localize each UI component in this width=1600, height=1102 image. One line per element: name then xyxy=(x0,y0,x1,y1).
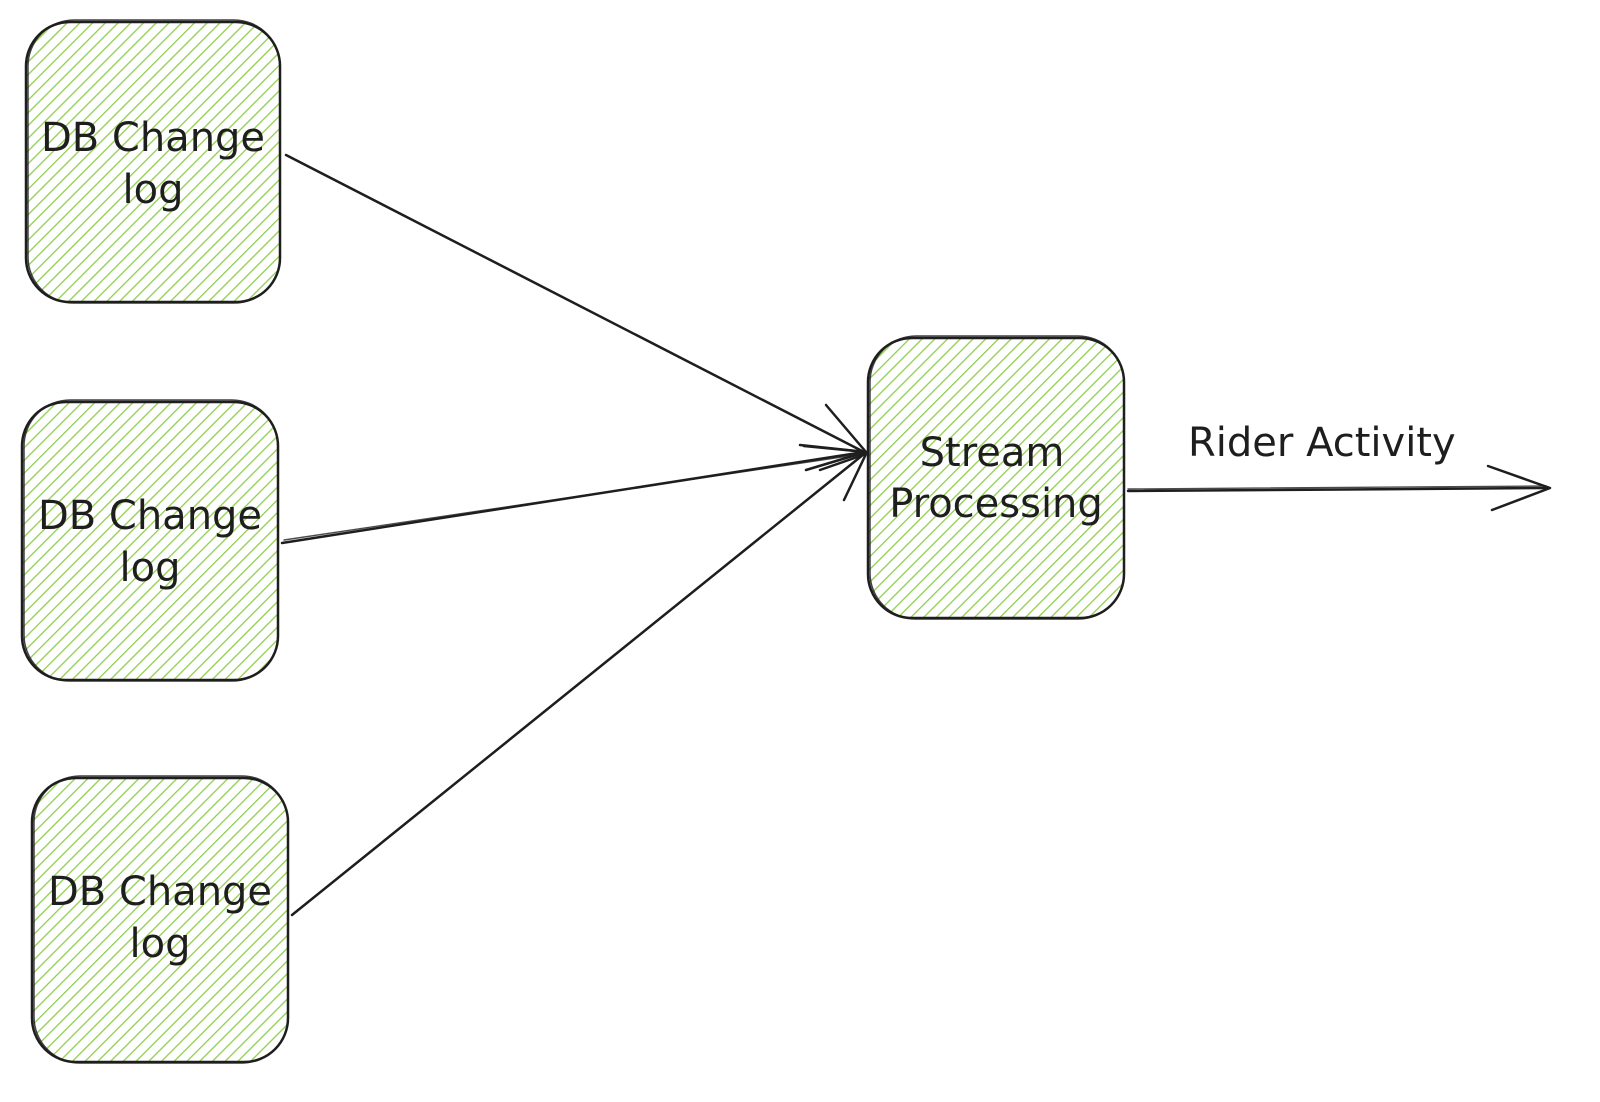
db-change-log-node-1[interactable]: DB Change log xyxy=(24,19,282,304)
node-box-outline xyxy=(33,775,289,1064)
node-label: log xyxy=(130,921,191,967)
node-label: DB Change xyxy=(38,493,262,539)
node-label: log xyxy=(120,545,181,591)
edge-db3-to-stream xyxy=(290,452,868,917)
arrow-head xyxy=(818,452,868,502)
arrow-head xyxy=(1486,464,1552,512)
db-change-log-node-3[interactable]: DB Change log xyxy=(30,775,290,1064)
edge-line-sketch xyxy=(1127,485,1547,490)
node-box-outline xyxy=(869,335,1125,620)
arrow-head xyxy=(798,443,868,472)
edge-label-rider-activity: Rider Activity xyxy=(1188,420,1456,466)
edge-stream-to-output: Rider Activity xyxy=(1126,420,1552,512)
edge-db1-to-stream xyxy=(284,153,868,454)
edge-line-sketch xyxy=(293,455,863,914)
node-box xyxy=(30,776,290,1064)
arrow-head xyxy=(802,403,868,454)
node-box-outline xyxy=(27,19,281,304)
db-change-log-node-2[interactable]: DB Change log xyxy=(20,399,280,682)
node-box xyxy=(866,336,1126,620)
edge-line-sketch xyxy=(283,453,863,541)
edge-db2-to-stream xyxy=(280,443,868,545)
node-label: log xyxy=(123,167,184,213)
node-label: DB Change xyxy=(41,115,265,161)
node-label: Stream xyxy=(920,430,1065,476)
node-box xyxy=(24,20,282,304)
node-box-outline xyxy=(23,399,279,682)
stream-processing-node[interactable]: Stream Processing xyxy=(866,335,1126,620)
edge-line xyxy=(1126,486,1550,493)
edge-line xyxy=(284,153,866,454)
node-label: Processing xyxy=(889,481,1103,527)
node-box xyxy=(20,400,280,682)
node-label: DB Change xyxy=(48,869,272,915)
